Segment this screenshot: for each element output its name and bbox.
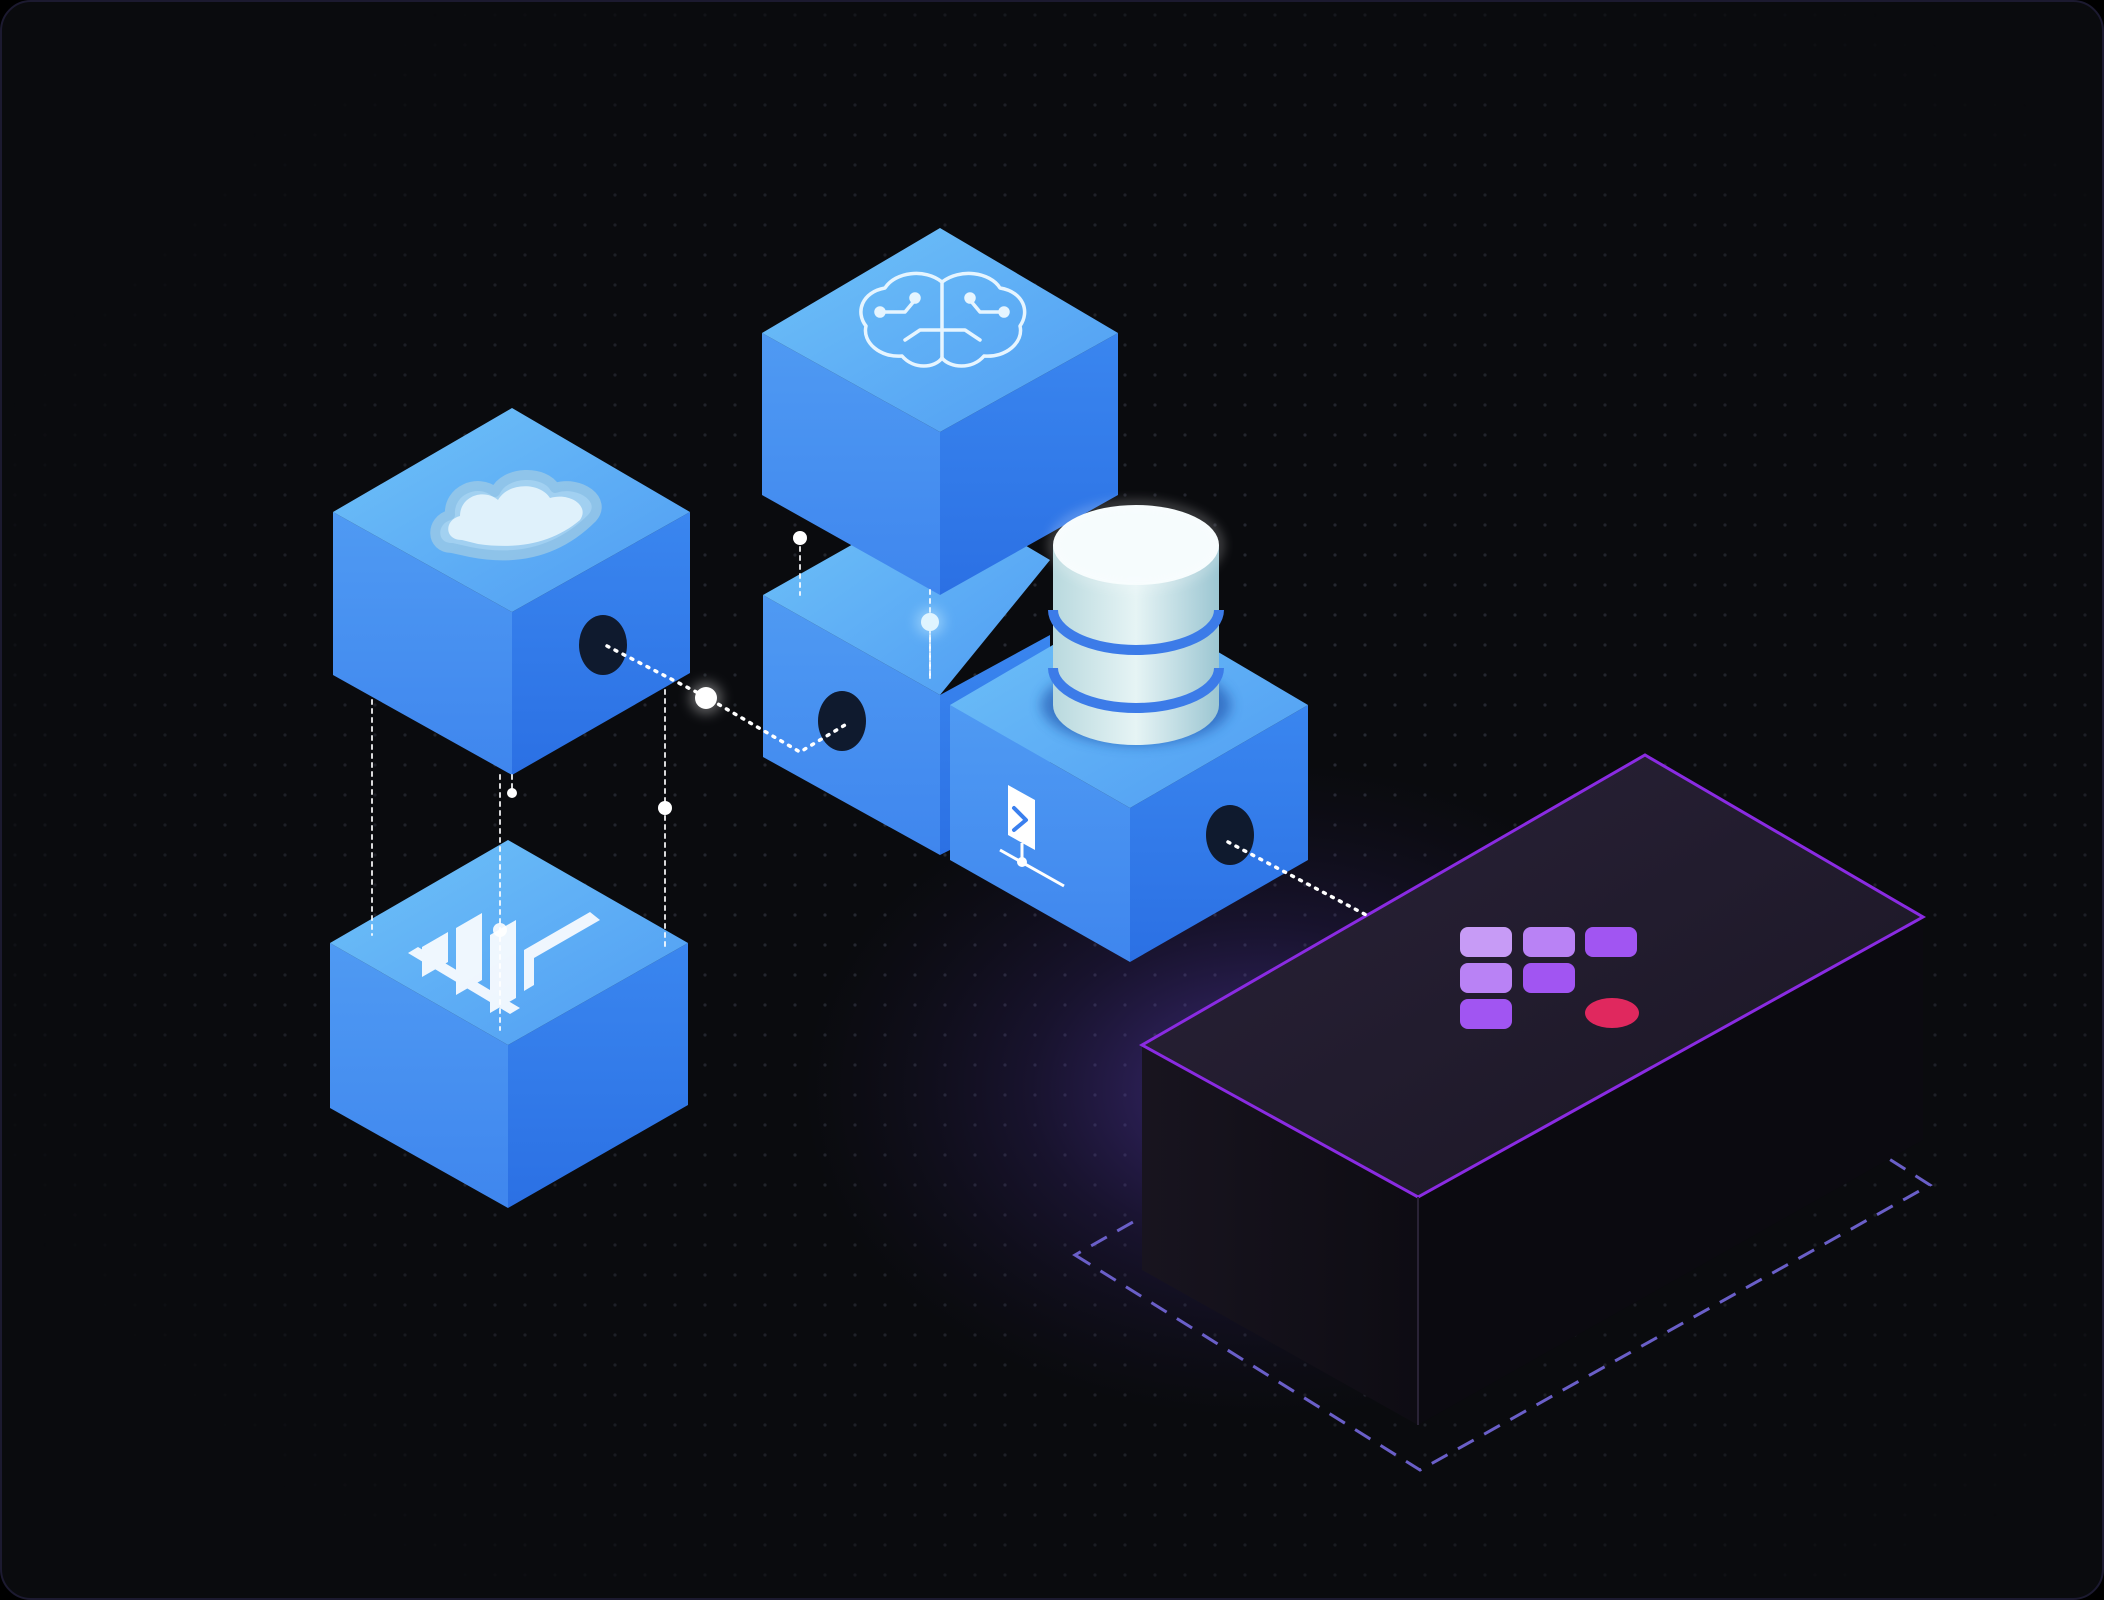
connector-node [493, 923, 507, 937]
database-icon [1041, 503, 1231, 745]
chart-right-face [508, 943, 688, 1208]
connector-nodes [493, 531, 944, 937]
connector-node [658, 801, 672, 815]
cloud-left-face [333, 512, 512, 775]
platform-box [1138, 753, 1927, 1425]
connector-cloud-hub [605, 644, 852, 755]
bar-chart-icon [408, 912, 600, 1014]
connector-node [921, 613, 939, 631]
platform-front-face [1142, 1045, 1418, 1425]
terminal-left-face [950, 705, 1130, 962]
chart-left-face [330, 943, 508, 1208]
terminal-network-icon [999, 785, 1065, 888]
cloud-icon [430, 470, 602, 561]
grid-logo-icon [1460, 927, 1639, 1029]
socket-icon [818, 691, 866, 751]
brain-right-face [940, 333, 1118, 595]
connector-node [507, 788, 517, 798]
chart-cube [330, 840, 688, 1208]
brain-cube [762, 228, 1118, 595]
socket-icon [579, 615, 627, 675]
brain-left-face [762, 333, 940, 595]
brain-circuit-icon [859, 271, 1027, 368]
connector-node [695, 687, 717, 709]
platform-right-face [1418, 917, 1923, 1425]
cloud-cube [333, 408, 690, 775]
connector-node [793, 531, 807, 545]
socket-icon [1206, 805, 1254, 865]
connector-terminal-platform [1226, 840, 1372, 919]
